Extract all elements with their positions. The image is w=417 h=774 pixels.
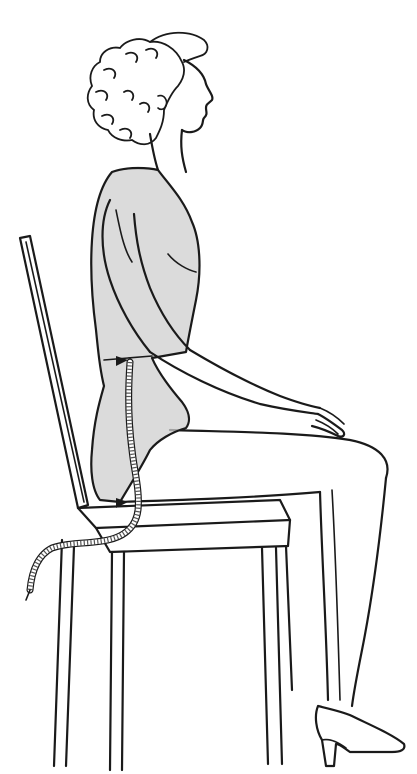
ear	[158, 96, 167, 110]
chair-back-leg	[54, 540, 74, 766]
high-heel-shoe	[316, 706, 404, 766]
chair-backrest	[20, 236, 88, 508]
thigh-underside	[118, 492, 320, 502]
torso	[91, 168, 199, 502]
chair-rear-right-leg	[286, 546, 292, 690]
face-profile	[182, 60, 212, 132]
chair-backrest-inner	[26, 242, 84, 502]
shin-front	[352, 478, 386, 706]
legs	[118, 430, 404, 766]
head	[88, 33, 213, 172]
neck	[150, 130, 186, 172]
hair-curls	[96, 49, 157, 138]
chair-seat	[78, 500, 290, 528]
chair-front-leg-left	[110, 552, 124, 770]
forearm-inner	[190, 350, 320, 408]
back-leg-calf	[332, 490, 340, 700]
leotard	[91, 168, 199, 502]
chair-front-leg-right	[262, 548, 282, 764]
thigh-top	[170, 430, 388, 478]
shin-back	[320, 492, 328, 700]
